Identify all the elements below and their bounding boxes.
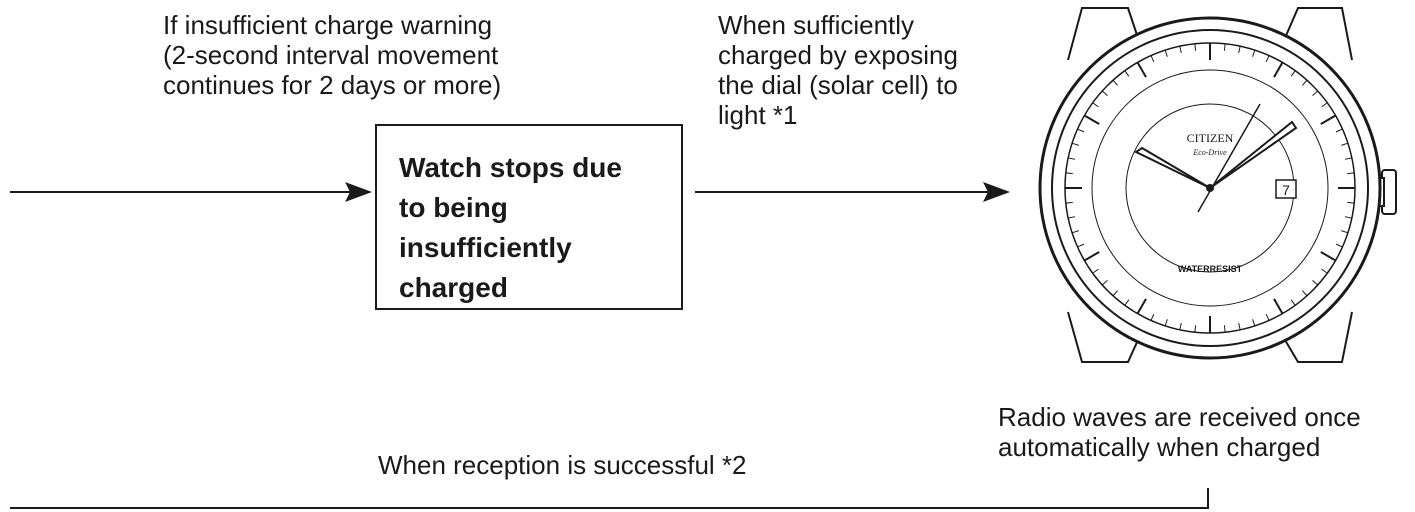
watch-tick — [1092, 268, 1099, 274]
watch-tick — [1344, 157, 1352, 160]
watch-tick — [1077, 243, 1085, 248]
watch-tick — [1265, 313, 1270, 321]
watch-stops-box: Watch stops due to being insufficiently … — [375, 124, 683, 310]
radio-reception-text: Radio waves are received once automatica… — [998, 402, 1361, 462]
charge-arrow-head — [983, 182, 1010, 202]
watch-tick — [1071, 142, 1079, 146]
watch-tick — [1335, 243, 1343, 248]
watch-tick — [1194, 325, 1197, 333]
watch-tick — [1223, 43, 1226, 51]
watch-tick — [1301, 290, 1308, 297]
watch-tick — [1150, 313, 1155, 321]
watch-tick — [1092, 102, 1099, 108]
watch-tick — [1312, 279, 1319, 286]
watch-tick — [1265, 55, 1270, 63]
watch-dial-label: WATERRESIST — [1178, 264, 1243, 274]
incoming-arrow-head — [345, 182, 372, 202]
watch-tick — [1341, 142, 1349, 146]
watch-minute-hand — [1209, 120, 1298, 189]
watch-lug-bottom-right — [1284, 311, 1353, 363]
watch-tick — [1312, 90, 1319, 97]
sufficient-charge-text: When sufficiently charged by exposing th… — [718, 10, 958, 130]
watch-tick — [1150, 55, 1155, 63]
watch-lug-bottom-left — [1067, 311, 1139, 363]
watch-tick — [1068, 157, 1076, 160]
watch-tick — [1112, 79, 1119, 86]
watch-tick — [1101, 279, 1108, 286]
watch-illustration: CITIZEN Eco-Drive 7 WATERRESIST — [1038, 7, 1397, 363]
watch-tick — [1071, 230, 1079, 234]
watch-minute-ticks — [1065, 43, 1355, 333]
watch-sub-brand-label: Eco-Drive — [1192, 148, 1227, 157]
watch-tick — [1238, 46, 1241, 54]
watch-tick — [1068, 216, 1076, 219]
watch-tick — [1344, 216, 1352, 219]
watch-tick — [1083, 114, 1100, 125]
watch-tick — [1347, 201, 1355, 204]
watch-tick — [1124, 299, 1130, 306]
watch-tick — [1320, 114, 1337, 125]
watch-tick — [1290, 70, 1296, 77]
watch-tick — [1320, 251, 1337, 262]
watch-tick — [1321, 102, 1328, 108]
watch-tick — [1290, 299, 1296, 306]
watch-date-value: 7 — [1282, 182, 1290, 198]
watch-tick — [1065, 172, 1073, 175]
watch-date-window — [1275, 179, 1297, 199]
watch-tick — [1065, 201, 1073, 204]
watch-tick — [1083, 251, 1100, 262]
watch-tick — [1164, 49, 1168, 57]
watch-tick — [1194, 43, 1197, 51]
insufficient-charge-warning-text: If insufficient charge warning (2-second… — [163, 10, 502, 100]
watch-tick — [1341, 230, 1349, 234]
watch-tick — [1124, 70, 1130, 77]
watch-tick — [1238, 322, 1241, 330]
watch-tick — [1136, 298, 1147, 315]
watch-tick — [1164, 319, 1168, 327]
watch-tick — [1077, 128, 1085, 133]
watch-lug-top-right — [1284, 7, 1353, 61]
watch-tick — [1223, 325, 1226, 333]
watch-second-hand — [1197, 103, 1261, 213]
watch-tick — [1273, 298, 1284, 315]
watch-tick — [1252, 319, 1256, 327]
watch-tick — [1112, 290, 1119, 297]
watch-tick — [1321, 268, 1328, 274]
watch-tick — [1179, 46, 1182, 54]
watch-tick — [1335, 128, 1343, 133]
reception-success-text: When reception is successful *2 — [378, 450, 747, 480]
watch-hour-hand — [1133, 146, 1211, 189]
watch-brand-label: CITIZEN — [1187, 131, 1234, 145]
watch-tick — [1273, 61, 1284, 78]
return-line — [10, 488, 1209, 509]
watch-tick — [1347, 172, 1355, 175]
watch-tick — [1136, 61, 1147, 78]
watch-tick — [1101, 90, 1108, 97]
watch-lug-top-left — [1067, 7, 1139, 61]
watch-stops-label: Watch stops due to being insufficiently … — [399, 152, 622, 303]
watch-tick — [1179, 322, 1182, 330]
watch-tick — [1301, 79, 1308, 86]
watch-inner-ring — [1091, 69, 1329, 307]
watch-tick — [1252, 49, 1256, 57]
watch-hand-pivot — [1206, 184, 1214, 192]
